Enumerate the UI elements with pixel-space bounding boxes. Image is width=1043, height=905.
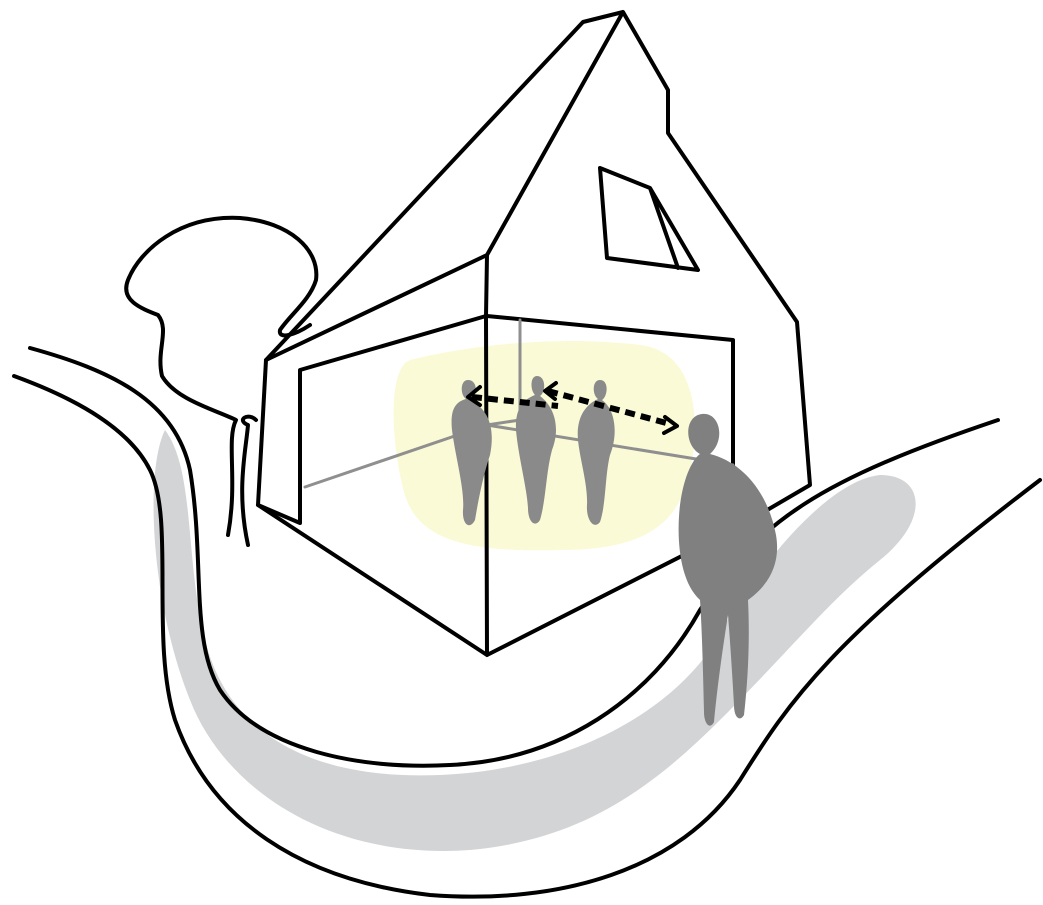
dormer-window-icon: [600, 168, 698, 270]
